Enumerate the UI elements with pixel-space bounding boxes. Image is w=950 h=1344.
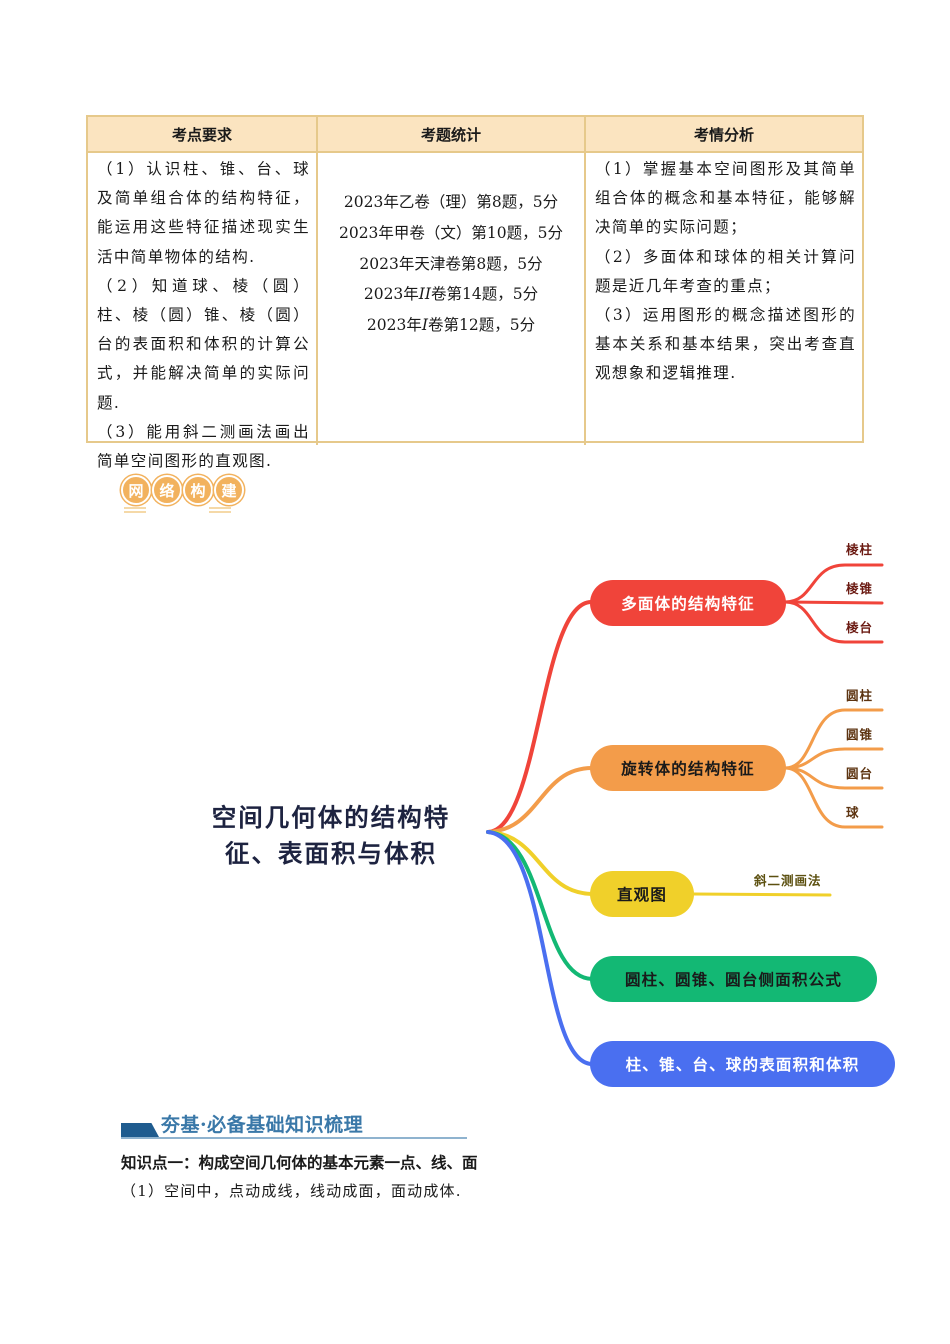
stat-roman: I bbox=[421, 316, 428, 335]
leaf-pyramid: 棱锥 bbox=[846, 581, 874, 596]
stat-text: 2023年 bbox=[366, 316, 422, 335]
header-analysis: 考情分析 bbox=[693, 125, 754, 144]
branch-intuitive-diagram: 直观图 bbox=[590, 871, 694, 917]
stat-item: 2023年II卷第14题，5分 bbox=[318, 279, 584, 310]
badge-underline bbox=[209, 511, 231, 513]
analysis-cell: （1）掌握基本空间图形及其简单组合体的概念和基本特征，能够解决简单的实际问题； … bbox=[586, 153, 862, 445]
exam-requirements-table: 考点要求 考题统计 考情分析 （1）认识柱、锥、台、球及简单组合体的结构特征，能… bbox=[86, 115, 864, 470]
stat-text: 卷第14题，5分 bbox=[431, 285, 539, 304]
root-line: 征、表面积与体积 bbox=[225, 839, 437, 868]
table-header-row: 考点要求 考题统计 考情分析 bbox=[88, 117, 862, 153]
analysis-item: （1）掌握基本空间图形及其简单组合体的概念和基本特征，能够解决简单的实际问题； bbox=[595, 160, 856, 237]
leaf-truncated-cone: 圆台 bbox=[846, 766, 874, 781]
badge-char: 构 bbox=[183, 475, 213, 505]
leaf-frustum: 棱台 bbox=[846, 620, 874, 635]
knowledge-point-title: 知识点一：构成空间几何体的基本元素一点、线、面 bbox=[121, 1154, 478, 1172]
table-body-row: （1）认识柱、锥、台、球及简单组合体的结构特征，能运用这些特征描述现实生活中简单… bbox=[88, 153, 862, 470]
section-underline bbox=[121, 1137, 467, 1139]
branch-lateral-area-formula: 圆柱、圆锥、圆台侧面积公式 bbox=[590, 956, 877, 1002]
badge-underline bbox=[124, 507, 146, 509]
section-heading: 夯基·必备基础知识梳理 bbox=[121, 1110, 467, 1140]
badge-char: 建 bbox=[214, 475, 244, 505]
stat-text: 卷第12题，5分 bbox=[427, 316, 536, 335]
leaf-sphere: 球 bbox=[846, 805, 860, 820]
badge-char: 络 bbox=[152, 475, 182, 505]
header-statistics: 考题统计 bbox=[318, 117, 586, 151]
leaf-cone: 圆锥 bbox=[846, 727, 874, 742]
mindmap-root: 空间几何体的结构特 征、表面积与体积 bbox=[196, 800, 466, 872]
stat-item: 2023年I卷第12题，5分 bbox=[318, 310, 584, 341]
analysis-item: （2）多面体和球体的相关计算问题是近几年考查的重点； bbox=[595, 247, 856, 295]
network-build-badge: 网 络 构 建 bbox=[121, 475, 245, 505]
stat-text: 2023年 bbox=[363, 285, 419, 304]
requirement-item: （2）知道球、棱（圆）柱、棱（圆）锥、棱（圆）台的表面积和体积的计算公式，并能解… bbox=[97, 276, 310, 412]
stat-item: 2023年天津卷第8题，5分 bbox=[359, 254, 543, 273]
leaf-oblique-method: 斜二测画法 bbox=[754, 873, 822, 888]
stat-item: 2023年乙卷（理）第8题，5分 bbox=[343, 193, 559, 211]
statistics-cell: 2023年乙卷（理）第8题，5分 2023年甲卷（文）第10题，5分 2023年… bbox=[318, 153, 586, 445]
stat-roman: II bbox=[418, 285, 432, 304]
branch-polyhedron: 多面体的结构特征 bbox=[590, 580, 786, 626]
analysis-item: （3）运用图形的概念描述图形的基本关系和基本结果，突出考查直观想象和逻辑推理. bbox=[595, 306, 856, 383]
leaf-cylinder: 圆柱 bbox=[846, 688, 874, 703]
requirements-cell: （1）认识柱、锥、台、球及简单组合体的结构特征，能运用这些特征描述现实生活中简单… bbox=[88, 153, 318, 470]
knowledge-point-text: （1）空间中，点动成线，线动成面，面动成体. bbox=[121, 1182, 462, 1200]
requirement-item: （1）认识柱、锥、台、球及简单组合体的结构特征，能运用这些特征描述现实生活中简单… bbox=[97, 160, 310, 266]
branch-surface-area-volume: 柱、锥、台、球的表面积和体积 bbox=[590, 1041, 895, 1087]
branch-solid-of-revolution: 旋转体的结构特征 bbox=[590, 745, 786, 791]
stat-item: 2023年甲卷（文）第10题，5分 bbox=[338, 223, 564, 242]
section-bar-icon bbox=[121, 1123, 159, 1137]
requirement-item: （3）能用斜二测画法画出简单空间图形的直观图. bbox=[97, 422, 310, 471]
badge-underline bbox=[209, 507, 231, 509]
section-title: 夯基·必备基础知识梳理 bbox=[161, 1114, 364, 1136]
root-line: 空间几何体的结构特 bbox=[211, 803, 451, 832]
badge-char: 网 bbox=[121, 475, 151, 505]
leaf-prism: 棱柱 bbox=[846, 542, 874, 557]
badge-underline bbox=[124, 511, 146, 513]
header-requirements: 考点要求 bbox=[88, 117, 318, 151]
